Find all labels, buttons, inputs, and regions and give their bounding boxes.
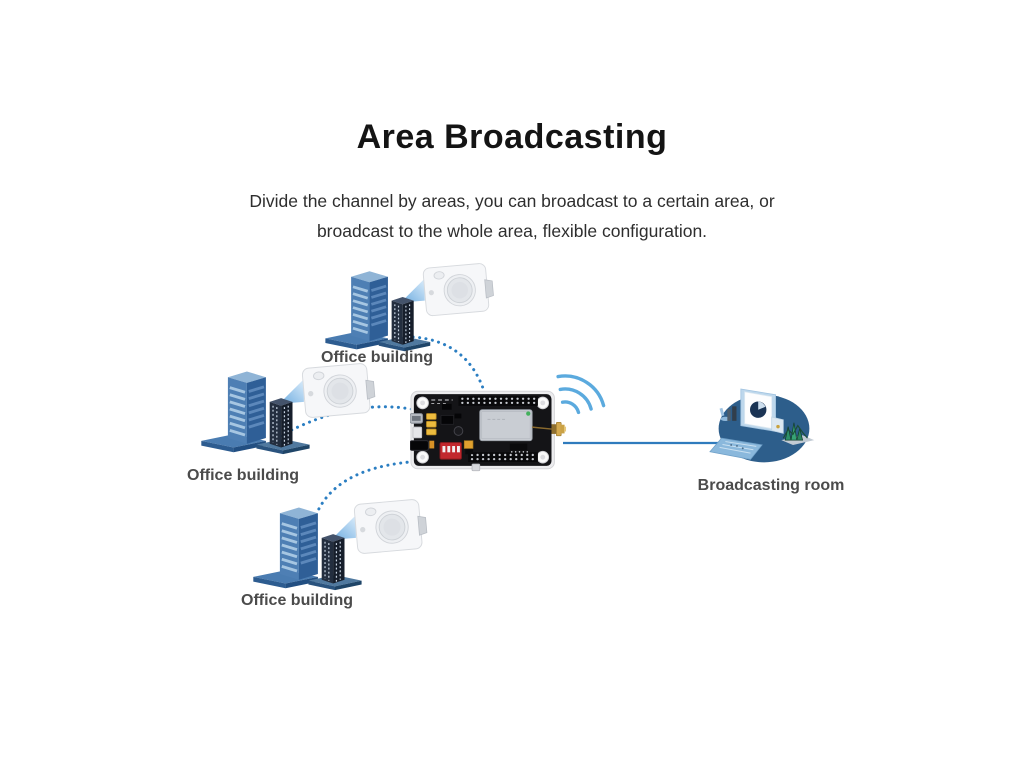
broadcasting-room-illustration [708, 384, 820, 475]
page-subtitle: Divide the channel by areas, you can bro… [0, 186, 1024, 246]
building-cluster-bottom [240, 498, 430, 593]
subtitle-line-1: Divide the channel by areas, you can bro… [249, 191, 775, 211]
building-cluster-top [312, 262, 497, 354]
subtitle-line-2: broadcast to the whole area, flexible co… [316, 221, 708, 241]
page-title: Area Broadcasting [356, 118, 668, 156]
office-building-label: Office building [241, 592, 353, 609]
broadcasting-room-label: Broadcasting room [697, 477, 845, 494]
office-building-label: Office building [321, 349, 433, 366]
building-cluster-left [188, 362, 378, 457]
broadcast-module-illustration [410, 390, 567, 472]
office-building-label: Office building [187, 467, 299, 484]
